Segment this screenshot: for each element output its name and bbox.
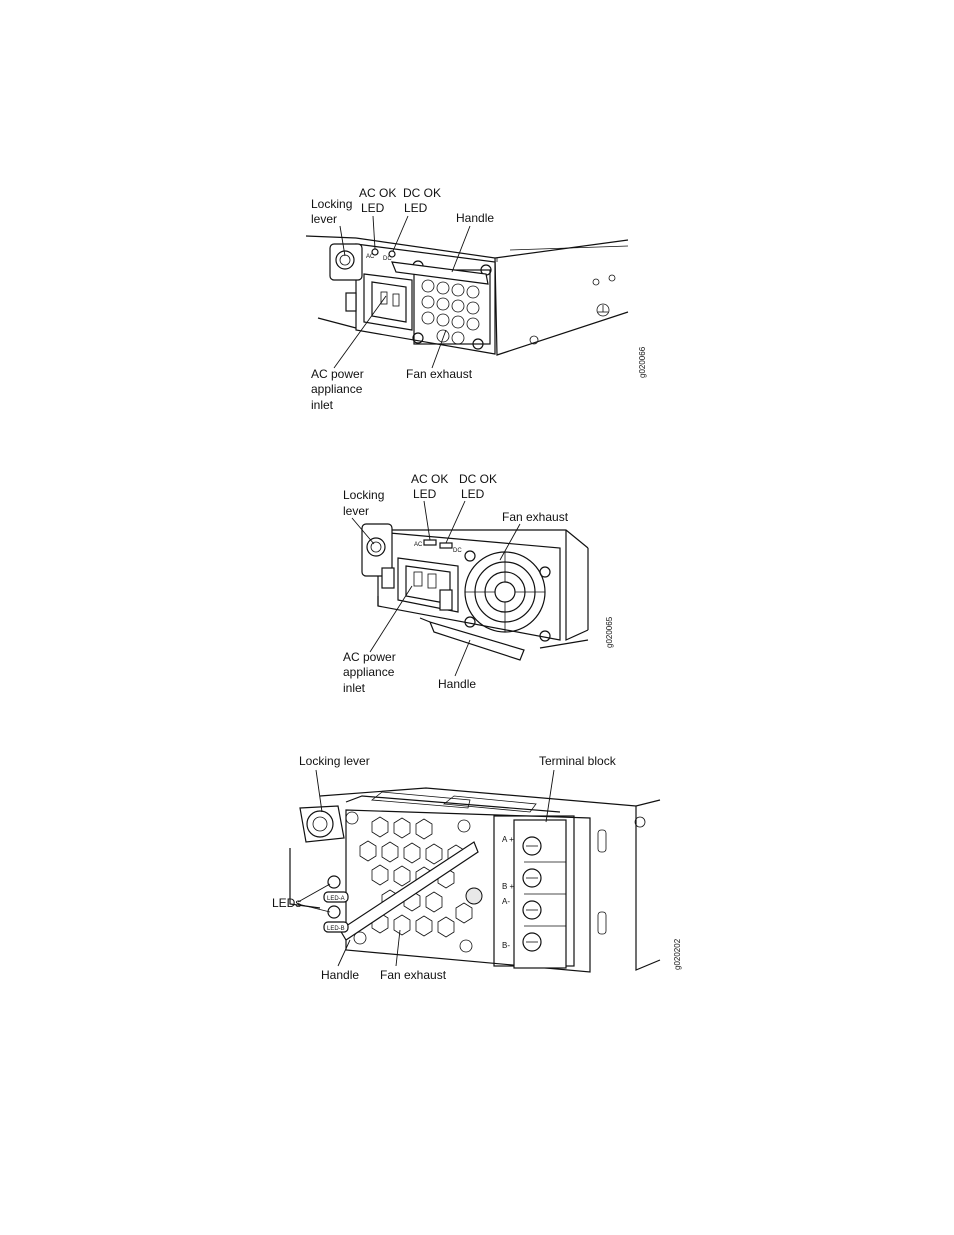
label-dc-ok-led-2: LED bbox=[404, 201, 428, 215]
panel-text-ac: AC bbox=[366, 254, 375, 260]
figure-dc-psu: LED-A LED-B A + B + A- B- bbox=[272, 754, 682, 982]
label-ac-ok-led-1: AC OK bbox=[411, 472, 448, 486]
label-ac-ok-led-1: AC OK bbox=[359, 186, 396, 200]
panel-text-dc: DC bbox=[453, 548, 462, 554]
label-locking-lever-1: Locking bbox=[343, 488, 384, 502]
panel-text-b-minus: B- bbox=[502, 941, 510, 950]
label-ac-inlet-3: inlet bbox=[311, 398, 334, 412]
label-handle: Handle bbox=[321, 968, 359, 982]
label-fan-exhaust: Fan exhaust bbox=[502, 510, 569, 524]
label-ac-ok-led-2: LED bbox=[413, 487, 437, 501]
figure-id: g020202 bbox=[673, 938, 682, 970]
panel-text-dc: DC bbox=[383, 256, 392, 262]
label-fan-exhaust: Fan exhaust bbox=[406, 367, 473, 381]
standoff-icon bbox=[466, 888, 482, 904]
panel-text-led-a: LED-A bbox=[327, 896, 345, 902]
label-dc-ok-led-2: LED bbox=[461, 487, 485, 501]
label-dc-ok-led-1: DC OK bbox=[403, 186, 441, 200]
label-handle: Handle bbox=[456, 211, 494, 225]
label-ac-inlet-2: appliance bbox=[311, 382, 363, 396]
label-ac-inlet-3: inlet bbox=[343, 681, 366, 695]
led-a-icon bbox=[328, 876, 340, 888]
label-ac-inlet-1: AC power bbox=[311, 367, 364, 381]
locking-lever-icon bbox=[330, 244, 362, 280]
label-fan-exhaust: Fan exhaust bbox=[380, 968, 447, 982]
label-locking-lever-2: lever bbox=[343, 504, 369, 518]
label-terminal-block: Terminal block bbox=[539, 754, 617, 768]
label-handle: Handle bbox=[438, 677, 476, 691]
label-locking-lever-1: Locking bbox=[311, 197, 352, 211]
label-ac-ok-led-2: LED bbox=[361, 201, 385, 215]
figure-ac-psu-2: AC DC bbox=[343, 472, 614, 695]
label-leds: LEDs bbox=[272, 896, 301, 910]
label-ac-inlet-1: AC power bbox=[343, 650, 396, 664]
panel-text-ac: AC bbox=[414, 542, 423, 548]
label-locking-lever: Locking lever bbox=[299, 754, 370, 768]
panel-text-b-plus: B + bbox=[502, 882, 515, 891]
panel-text-a-minus: A- bbox=[502, 897, 510, 906]
figure-id: g020066 bbox=[638, 346, 647, 378]
figure-ac-psu-1: AC DC bbox=[306, 186, 647, 412]
panel-text-a-plus: A + bbox=[502, 835, 514, 844]
label-dc-ok-led-1: DC OK bbox=[459, 472, 497, 486]
panel-text-led-b: LED-B bbox=[327, 926, 345, 932]
figure-id: g020065 bbox=[605, 616, 614, 648]
label-ac-inlet-2: appliance bbox=[343, 665, 395, 679]
label-locking-lever-2: lever bbox=[311, 212, 337, 226]
